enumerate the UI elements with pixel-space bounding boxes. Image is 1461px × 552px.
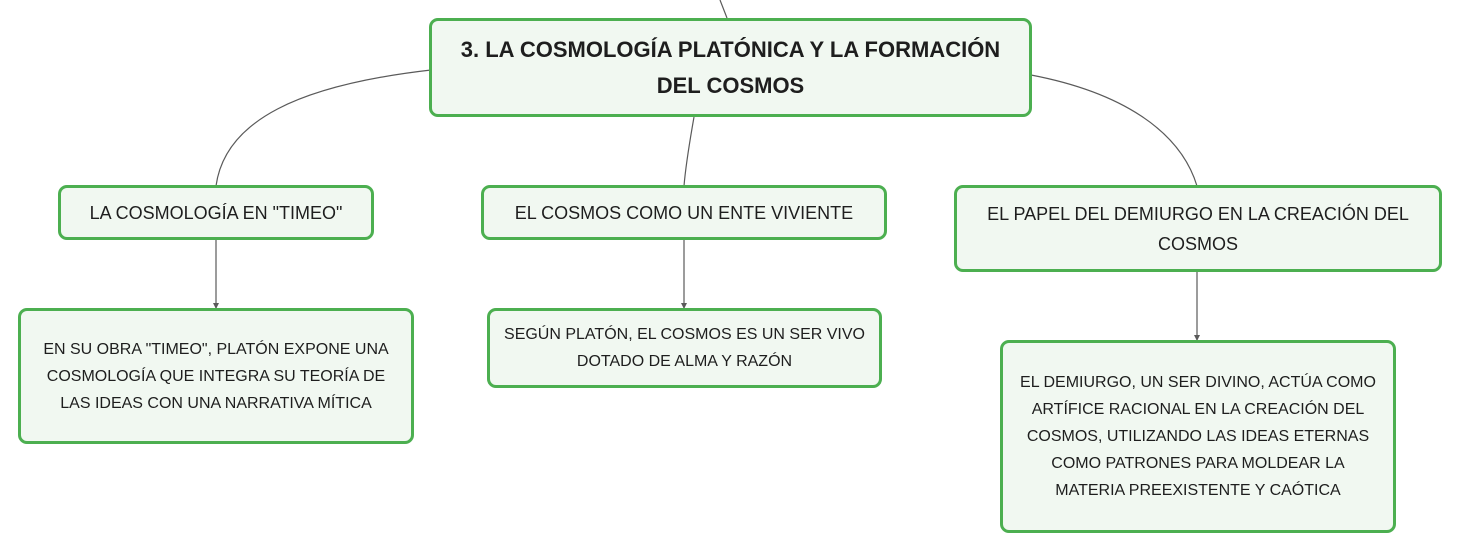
detail-node-text: EL DEMIURGO, UN SER DIVINO, ACTÚA COMO A… [1020, 374, 1376, 499]
arrowhead-detail-3 [1194, 335, 1200, 341]
topic-node-label: EL PAPEL DEL DEMIURGO EN LA CREACIÓN DEL… [987, 203, 1409, 254]
topic-node-cosmologia-timeo[interactable]: LA COSMOLOGÍA EN "TIMEO" [58, 185, 374, 240]
topic-node-label: LA COSMOLOGÍA EN "TIMEO" [89, 202, 343, 223]
connector-root-to-topic-3 [1030, 74, 1198, 187]
detail-node-text: EN SU OBRA "TIMEO", PLATÓN EXPONE UNA CO… [43, 340, 389, 412]
detail-node-text: SEGÚN PLATÓN, EL COSMOS ES UN SER VIVO D… [504, 326, 865, 370]
detail-node-cosmos-ente-viviente[interactable]: SEGÚN PLATÓN, EL COSMOS ES UN SER VIVO D… [487, 308, 882, 388]
connector-parent-to-root [719, 0, 728, 19]
detail-node-cosmologia-timeo[interactable]: EN SU OBRA "TIMEO", PLATÓN EXPONE UNA CO… [18, 308, 414, 444]
arrowhead-detail-1 [213, 303, 219, 309]
arrowhead-detail-2 [681, 303, 687, 309]
topic-node-cosmos-ente-viviente[interactable]: EL COSMOS COMO UN ENTE VIVIENTE [481, 185, 887, 240]
topic-node-papel-demiurgo[interactable]: EL PAPEL DEL DEMIURGO EN LA CREACIÓN DEL… [954, 185, 1442, 272]
detail-node-papel-demiurgo[interactable]: EL DEMIURGO, UN SER DIVINO, ACTÚA COMO A… [1000, 340, 1396, 533]
connector-root-to-topic-2 [683, 116, 695, 187]
root-node-title: 3. LA COSMOLOGÍA PLATÓNICA Y LA FORMACIÓ… [460, 36, 1001, 98]
topic-node-label: EL COSMOS COMO UN ENTE VIVIENTE [514, 202, 854, 223]
root-node[interactable]: 3. LA COSMOLOGÍA PLATÓNICA Y LA FORMACIÓ… [429, 18, 1032, 117]
connector-root-to-topic-1 [215, 69, 432, 187]
